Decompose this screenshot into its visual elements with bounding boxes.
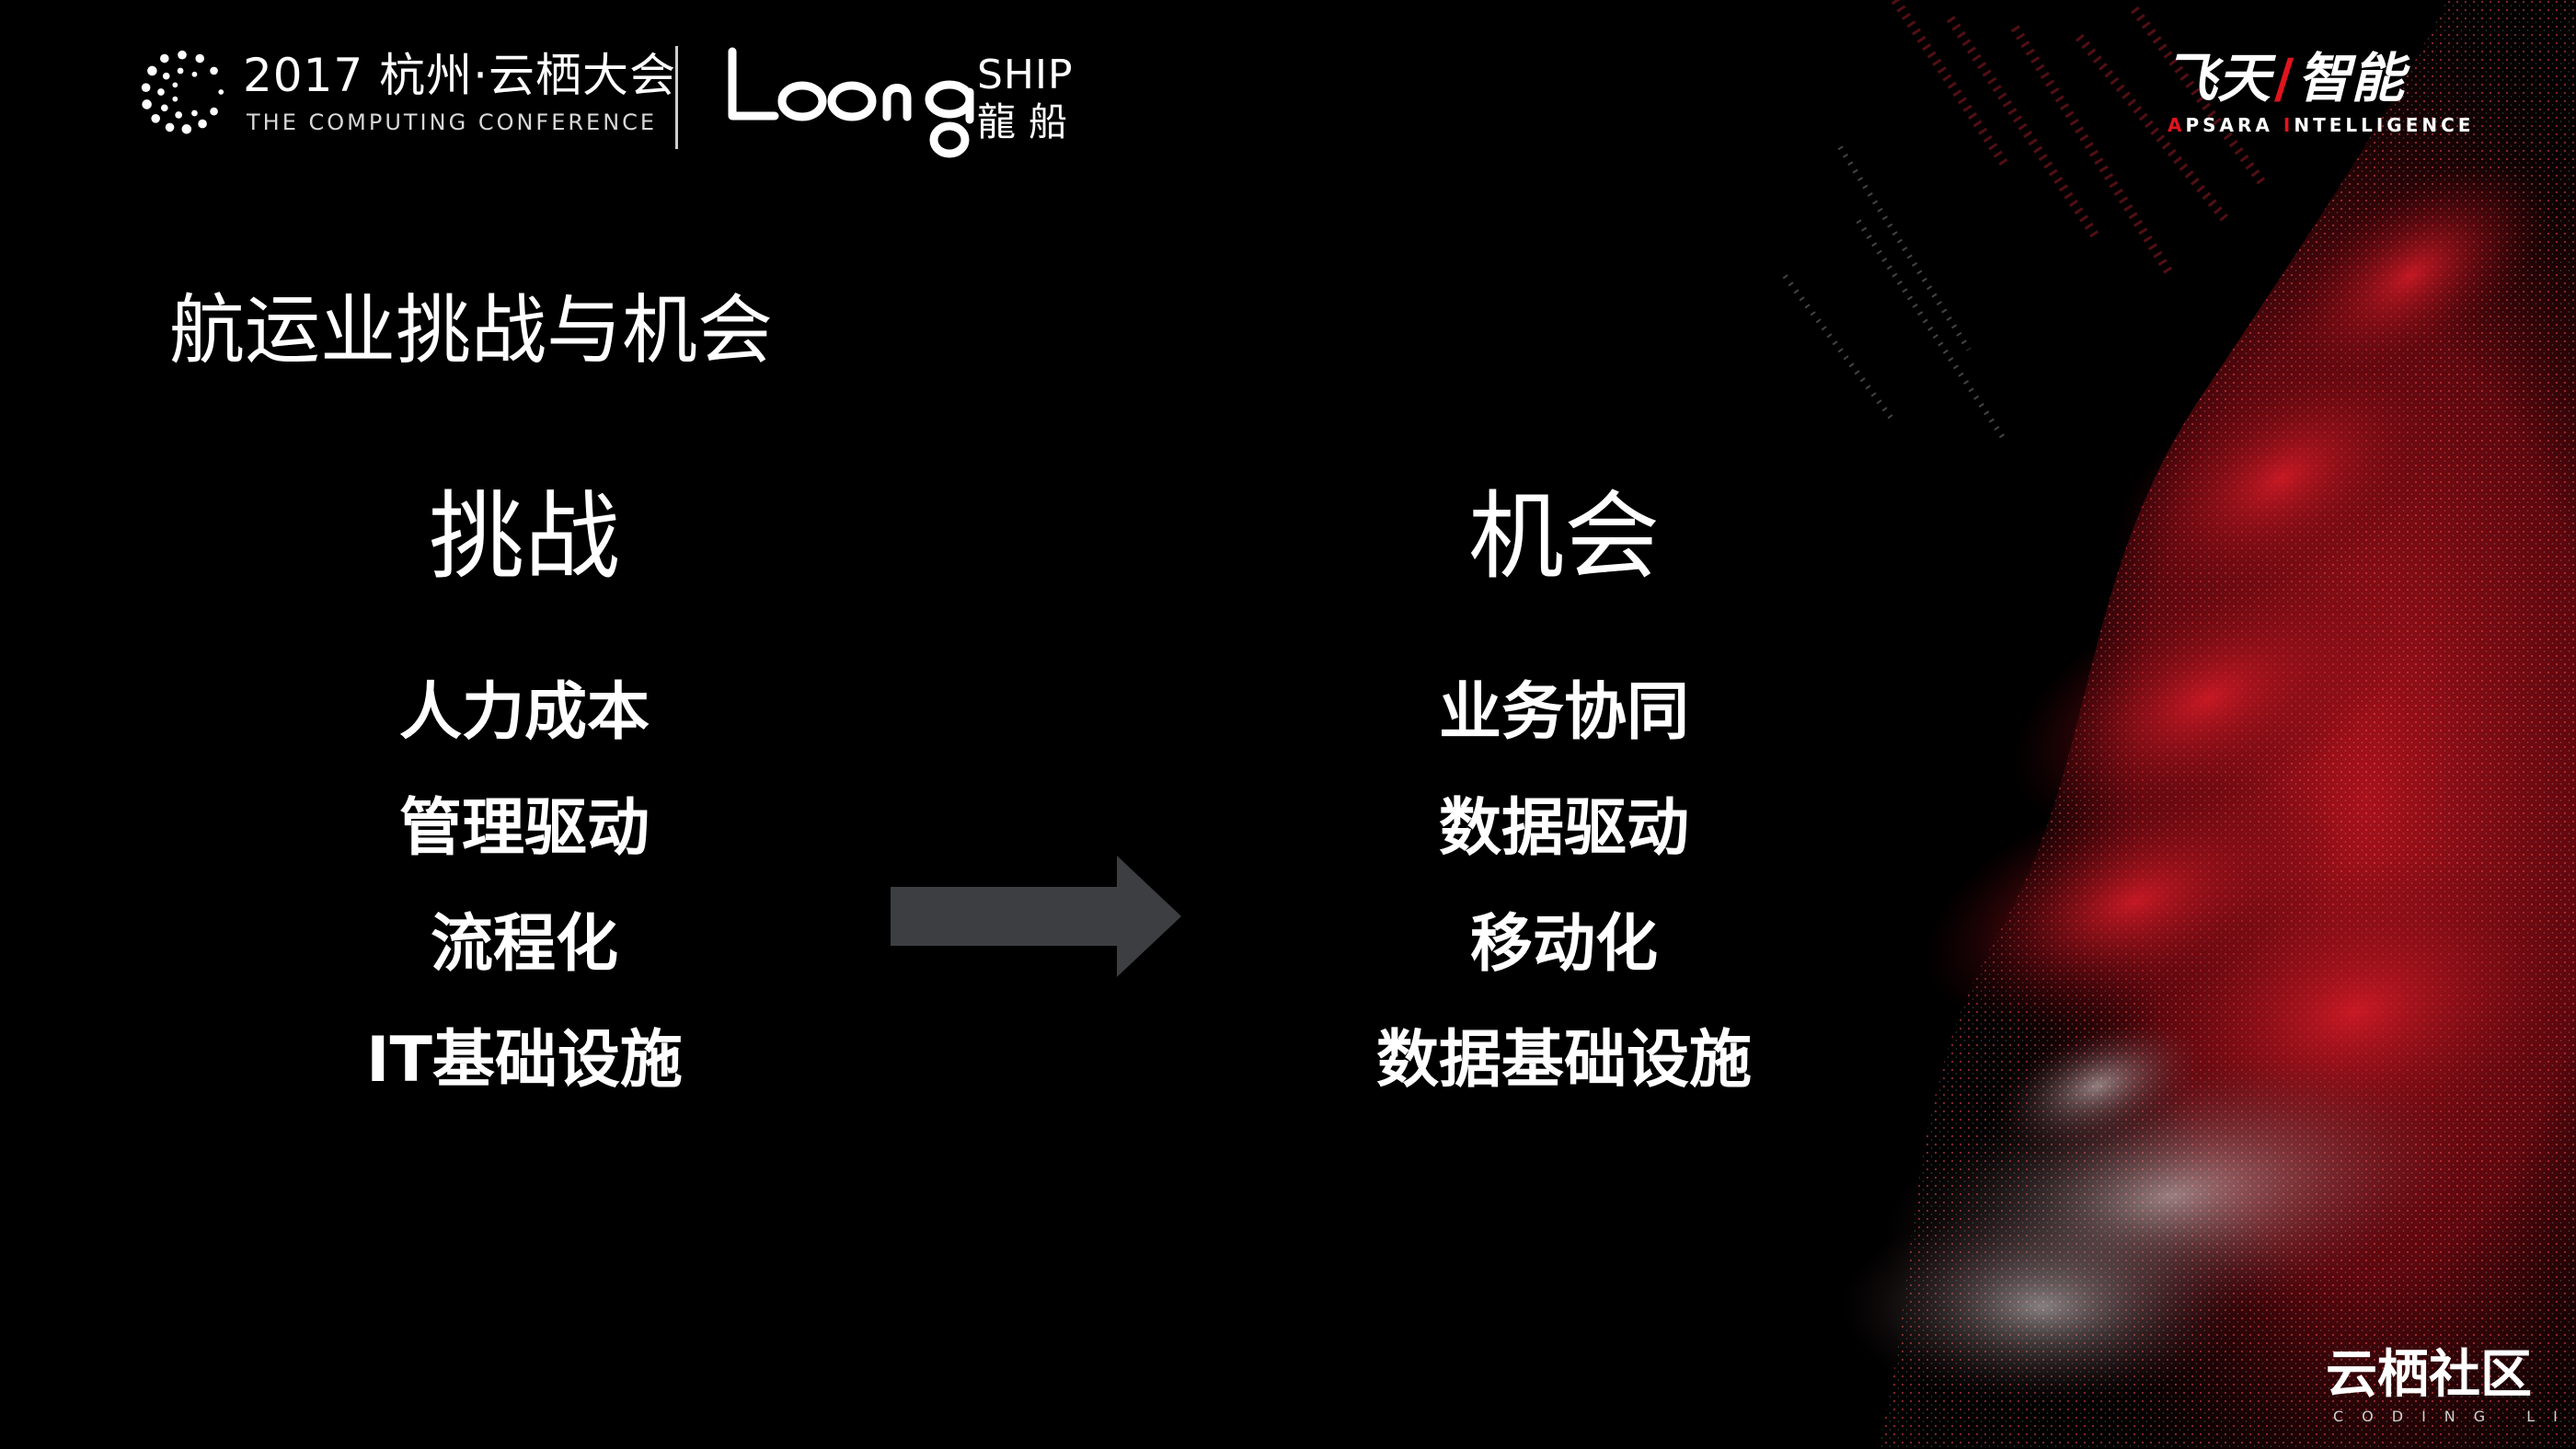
yunqi-community-logo: 云栖社区 xyxy=(2326,1345,2532,1405)
challenge-item: 管理驱动 xyxy=(398,792,650,865)
red-particle-art xyxy=(1782,0,2576,1449)
challenges-title: 挑战 xyxy=(428,480,620,592)
conference-title: 2017 杭州·云栖大会 xyxy=(243,49,677,102)
apsara-en-mid: PSARA xyxy=(2185,114,2283,136)
opportunity-item: 数据驱动 xyxy=(1438,792,1689,865)
challenge-item: 流程化 xyxy=(430,908,618,981)
challenge-item: IT基础设施 xyxy=(366,1024,683,1097)
opportunity-item: 移动化 xyxy=(1469,908,1658,981)
apsara-en-rest: NTELLIGENCE xyxy=(2294,114,2475,136)
apsara-logo-cn: 飞天/智能 xyxy=(2164,48,2404,109)
apsara-cn-part2: 智能 xyxy=(2297,47,2405,109)
yunqi-community-tagline: CODING LIFE xyxy=(2333,1408,2576,1425)
apsara-cn-part1: 飞天 xyxy=(2164,47,2271,109)
ship-chinese: 龍船 xyxy=(977,99,1081,144)
right-arrow-icon xyxy=(891,856,1181,977)
ship-word: SHIP xyxy=(977,52,1074,98)
header-divider xyxy=(675,46,678,149)
apsara-logo-en: APSARA INTELLIGENCE xyxy=(2168,114,2474,136)
loong-logo xyxy=(728,47,974,158)
opportunities-title: 机会 xyxy=(1467,480,1660,592)
slide-heading: 航运业挑战与机会 xyxy=(169,287,774,374)
apsara-en-a: A xyxy=(2168,114,2186,136)
apsara-en-i: I xyxy=(2283,114,2294,136)
apsara-slash: / xyxy=(2274,47,2294,109)
challenge-item: 人力成本 xyxy=(398,676,650,749)
opportunity-item: 业务协同 xyxy=(1438,676,1689,749)
opportunity-item: 数据基础设施 xyxy=(1375,1024,1752,1097)
dotted-circle-c-icon xyxy=(141,50,224,134)
challenges-column: 挑战 人力成本 管理驱动 流程化 IT基础设施 xyxy=(267,477,782,1119)
conference-subtitle: THE COMPUTING CONFERENCE xyxy=(247,109,658,135)
opportunities-column: 机会 业务协同 数据驱动 移动化 数据基础设施 xyxy=(1306,477,1822,1119)
